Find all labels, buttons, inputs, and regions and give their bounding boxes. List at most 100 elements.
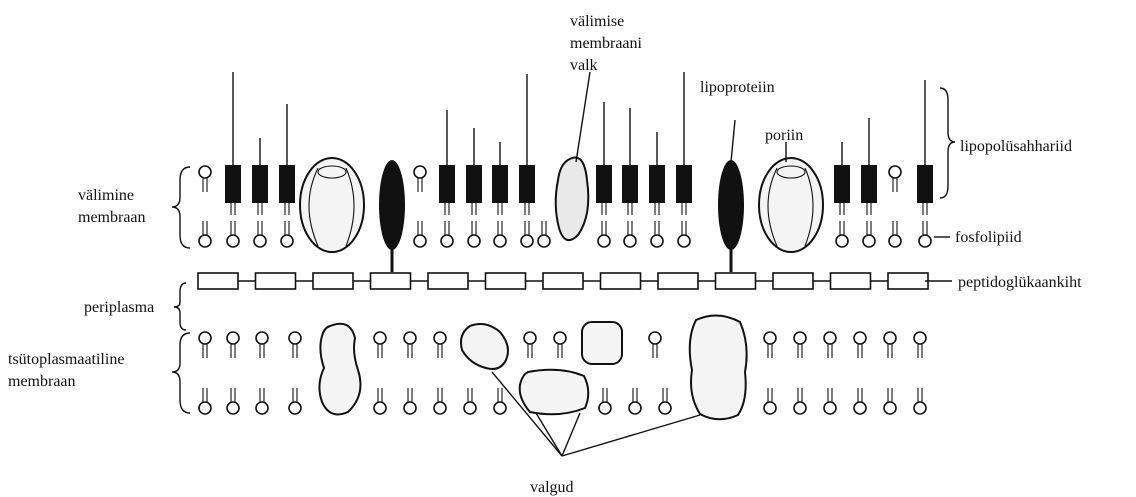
- phospholipid-molecule: [651, 221, 663, 247]
- phospholipid-molecule: [919, 221, 931, 247]
- lps-molecule: [834, 142, 850, 215]
- lps-molecule: [917, 80, 933, 215]
- label-cytoplasmic-membrane-2: membraan: [8, 373, 76, 390]
- phospholipid-molecule: [414, 221, 426, 247]
- lps-molecule: [225, 72, 241, 215]
- phospholipid-molecule: [468, 221, 480, 247]
- phospholipid-molecule: [629, 388, 641, 414]
- label-periplasm: periplasma: [84, 299, 154, 316]
- phospholipid-molecule: [434, 388, 446, 414]
- phospholipid-molecule: [434, 332, 446, 358]
- lps-molecule: [279, 104, 295, 215]
- label-lipoprotein: lipoproteiin: [700, 79, 775, 96]
- label-outer-membrane-2: membraan: [78, 209, 146, 226]
- lps-brace: [940, 88, 955, 198]
- label-omp-1: välimise: [570, 13, 624, 30]
- lps-molecule: [252, 138, 268, 215]
- phospholipid-molecule: [854, 388, 866, 414]
- phospholipid-molecule: [374, 388, 386, 414]
- label-cytoplasmic-membrane-1: tsütoplasmaatiline: [8, 351, 124, 368]
- phospholipid-molecule: [836, 221, 848, 247]
- phospholipid-molecule: [649, 332, 661, 358]
- phospholipid-molecule: [824, 388, 836, 414]
- phospholipid-molecule: [854, 332, 866, 358]
- phospholipid-molecule: [289, 332, 301, 358]
- phospholipid-molecule: [764, 388, 776, 414]
- lps-molecule: [622, 108, 638, 215]
- lps-molecule: [861, 118, 877, 215]
- phospholipid-molecule: [598, 221, 610, 247]
- phospholipid-molecule: [889, 166, 901, 192]
- periplasm-brace: [174, 283, 186, 330]
- phospholipid-molecule: [254, 221, 266, 247]
- lipoprotein-left: [379, 160, 405, 272]
- peptidoglycan-unit: [198, 273, 238, 289]
- peptidoglycan-layer: [198, 273, 928, 289]
- omp-pointer-line: [576, 72, 590, 162]
- phospholipid-molecule: [464, 388, 476, 414]
- peptidoglycan-unit: [831, 273, 871, 289]
- phospholipid-molecule: [199, 388, 211, 414]
- phospholipid-molecule: [281, 221, 293, 247]
- membrane-protein-4: [520, 370, 589, 415]
- phospholipid-molecule: [414, 166, 426, 192]
- phospholipid-molecule: [659, 388, 671, 414]
- membrane-protein-1: [319, 324, 360, 415]
- cytoplasmic-brace: [172, 333, 190, 413]
- phospholipid-molecule: [764, 332, 776, 358]
- lps-molecule: [466, 128, 482, 215]
- label-omp-2: membraani: [570, 35, 643, 52]
- phospholipid-molecule: [624, 221, 636, 247]
- lipoprotein-right: [718, 160, 744, 272]
- lipoprotein-pointer-line: [731, 120, 735, 162]
- lps-molecule: [492, 142, 508, 215]
- label-peptidoglycan: peptidoglükaankiht: [958, 274, 1082, 291]
- phospholipid-molecule: [227, 388, 239, 414]
- lps-molecule: [519, 74, 535, 215]
- phospholipid-molecule: [404, 332, 416, 358]
- peptidoglycan-unit: [658, 273, 698, 289]
- porin-protein-left: [300, 158, 364, 252]
- phospholipid-molecule: [794, 388, 806, 414]
- peptidoglycan-unit: [716, 273, 756, 289]
- phospholipid-molecule: [884, 332, 896, 358]
- label-outer-membrane-1: välimine: [78, 187, 134, 204]
- phospholipid-molecule: [794, 332, 806, 358]
- peptidoglycan-unit: [256, 273, 296, 289]
- phospholipid-molecule: [524, 332, 536, 358]
- outer-membrane-protein: [556, 158, 589, 241]
- phospholipid-molecule: [538, 221, 550, 247]
- peptidoglycan-unit: [486, 273, 526, 289]
- label-phospholipid: fosfolipiid: [955, 229, 1022, 246]
- phospholipid-molecule: [889, 221, 901, 247]
- lps-molecule: [676, 72, 692, 215]
- phospholipid-molecule: [289, 388, 301, 414]
- peptidoglycan-unit: [371, 273, 411, 289]
- phospholipid-molecule: [599, 388, 611, 414]
- membrane-protein-2: [461, 324, 508, 369]
- phospholipid-molecule: [199, 221, 211, 247]
- phospholipid-molecule: [256, 332, 268, 358]
- peptidoglycan-unit: [543, 273, 583, 289]
- phospholipid-molecule: [227, 332, 239, 358]
- peptidoglycan-unit: [601, 273, 641, 289]
- phospholipid-molecule: [914, 332, 926, 358]
- phospholipid-molecule: [521, 221, 533, 247]
- label-lps: lipopolüsahhariid: [960, 138, 1072, 155]
- peptidoglycan-unit: [888, 273, 928, 289]
- lps-molecule: [439, 110, 455, 215]
- porin-protein-right: [759, 158, 823, 252]
- phospholipid-molecule: [824, 332, 836, 358]
- phospholipid-molecule: [227, 221, 239, 247]
- phospholipid-molecule: [374, 332, 386, 358]
- phospholipid-molecule: [199, 332, 211, 358]
- phospholipid-molecule: [914, 388, 926, 414]
- phospholipid-molecule: [404, 388, 416, 414]
- membrane-protein-3: [582, 322, 622, 364]
- membrane-protein-5: [690, 315, 747, 419]
- phospholipid-molecule: [256, 388, 268, 414]
- label-porin: poriin: [765, 127, 803, 144]
- lps-molecule: [596, 102, 612, 215]
- phospholipid-molecule: [494, 221, 506, 247]
